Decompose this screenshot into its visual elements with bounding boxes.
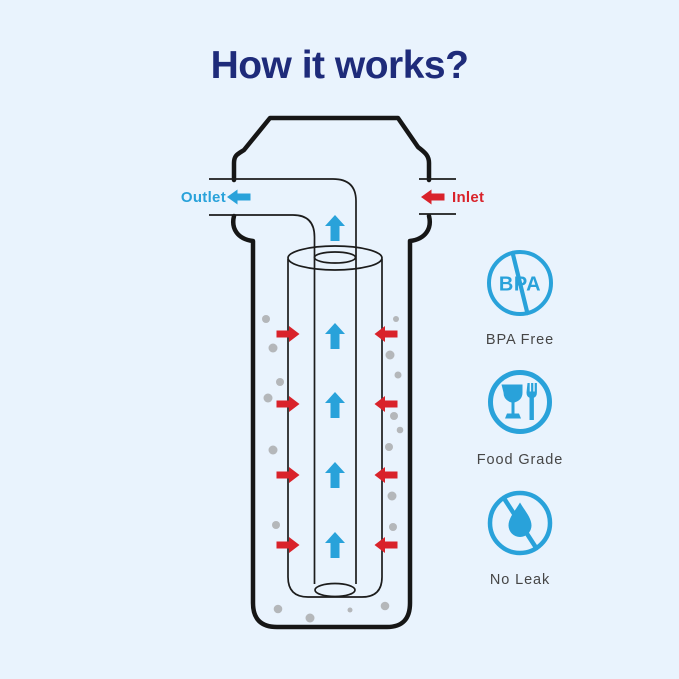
inlet-pipe-lines bbox=[419, 178, 456, 215]
badge-caption: BPA Free bbox=[485, 332, 555, 348]
housing-body-outline bbox=[231, 213, 432, 630]
outlet-pipe-lines bbox=[209, 178, 357, 584]
filter-cartridge-outline bbox=[287, 245, 383, 598]
outlet-label: Outlet bbox=[180, 189, 226, 206]
bpa-free-icon: BPA bbox=[487, 250, 553, 316]
badge-no-leak: No Leak bbox=[449, 488, 591, 588]
badge-caption: Food Grade bbox=[476, 452, 564, 468]
page-title: How it works? bbox=[210, 44, 469, 87]
water-drop-glyph bbox=[508, 502, 532, 537]
wine-glass-glyph bbox=[501, 384, 523, 419]
fork-glyph bbox=[526, 383, 537, 420]
center-tube-bottom-opening bbox=[314, 582, 356, 598]
inlet-label: Inlet bbox=[452, 189, 485, 206]
sediment-particles bbox=[262, 315, 404, 623]
inflow-arrows-right bbox=[374, 326, 398, 553]
upflow-arrows bbox=[325, 215, 345, 558]
inlet-arrow-icon bbox=[421, 189, 445, 205]
housing-head-outline bbox=[231, 115, 432, 183]
outlet-arrow-icon bbox=[227, 189, 251, 205]
badge-bpa-free: BPA BPA Free bbox=[449, 248, 591, 348]
badge-food-grade: Food Grade bbox=[449, 366, 591, 468]
badge-caption: No Leak bbox=[489, 572, 551, 588]
no-leak-icon bbox=[487, 490, 553, 556]
food-grade-icon bbox=[488, 370, 552, 434]
